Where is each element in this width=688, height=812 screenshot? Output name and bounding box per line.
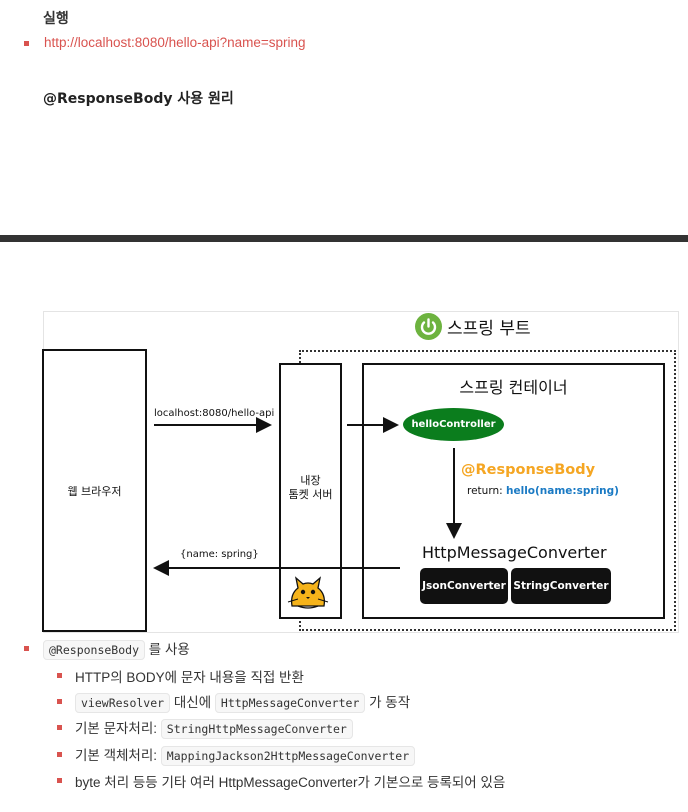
bullet-marker: [57, 725, 62, 730]
bullet-marker: [57, 778, 62, 783]
note-main: @ResponseBody 를 사용: [43, 638, 190, 658]
note-item-3: 기본 문자처리: StringHttpMessageConverter: [75, 717, 353, 737]
code-jackson-converter: MappingJackson2HttpMessageConverter: [161, 746, 415, 766]
note-item-1: HTTP의 BODY에 문자 내용을 직접 반환: [75, 666, 304, 686]
note-item-2-mid: 대신에: [174, 695, 211, 710]
bullet-marker: [57, 673, 62, 678]
note-main-suffix: 를 사용: [149, 642, 190, 657]
code-response-body: @ResponseBody: [43, 640, 145, 660]
tomcat-cat-icon: [284, 572, 332, 612]
code-http-message-converter: HttpMessageConverter: [215, 693, 365, 713]
response-json-label: {name: spring}: [180, 549, 259, 560]
request-url-label: localhost:8080/hello-api: [154, 408, 274, 419]
note-item-5: byte 처리 등등 기타 여러 HttpMessageConverter가 기…: [75, 771, 505, 791]
note-item-4-prefix: 기본 객체처리:: [75, 748, 157, 763]
bullet-marker: [24, 646, 29, 651]
note-item-2-suffix: 가 동작: [369, 695, 410, 710]
bullet-marker: [57, 752, 62, 757]
diagram-arrows: [0, 0, 688, 640]
code-view-resolver: viewResolver: [75, 693, 170, 713]
note-item-3-prefix: 기본 문자처리:: [75, 721, 157, 736]
bullet-marker: [57, 699, 62, 704]
note-item-2: viewResolver 대신에 HttpMessageConverter 가 …: [75, 691, 410, 711]
note-item-4: 기본 객체처리: MappingJackson2HttpMessageConve…: [75, 744, 415, 764]
code-string-converter: StringHttpMessageConverter: [161, 719, 353, 739]
